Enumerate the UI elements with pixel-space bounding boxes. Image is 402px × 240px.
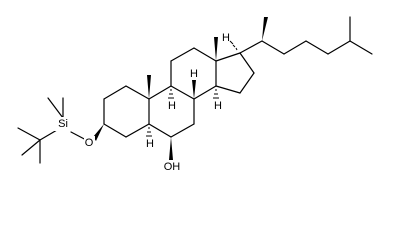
h-c17-hash	[229, 40, 238, 51]
h-c9-label: H	[168, 100, 176, 112]
silicon-label: Si	[58, 118, 68, 130]
c3-oxygen-wedge	[93, 124, 104, 141]
structure-canvas: Si O OH H H H H H	[17, 16, 373, 174]
ring-d	[215, 52, 255, 94]
h-c5-label: H	[146, 138, 154, 150]
h-c17-label: H	[222, 32, 230, 44]
c10-methyl-wedge	[147, 75, 151, 99]
ether-oxygen-label: O	[85, 137, 94, 149]
c6-hydroxyl-wedge	[169, 137, 173, 160]
c20-methyl-wedge	[262, 17, 268, 41]
ring-a	[103, 85, 150, 138]
side-chain	[239, 16, 373, 55]
h-c8-wedge	[192, 80, 196, 99]
ring-c	[170, 47, 217, 100]
hydroxyl-label: OH	[164, 161, 181, 173]
h-c8-label: H	[190, 68, 198, 80]
h-c14-label: H	[214, 100, 222, 112]
chemical-structure: Si O OH H H H H H	[17, 16, 373, 174]
h-c9-hash	[168, 89, 174, 99]
h-c5-hash	[146, 127, 152, 137]
h-c14-hash	[213, 89, 219, 99]
c13-methyl-wedge	[214, 37, 218, 61]
ring-b	[148, 85, 195, 138]
